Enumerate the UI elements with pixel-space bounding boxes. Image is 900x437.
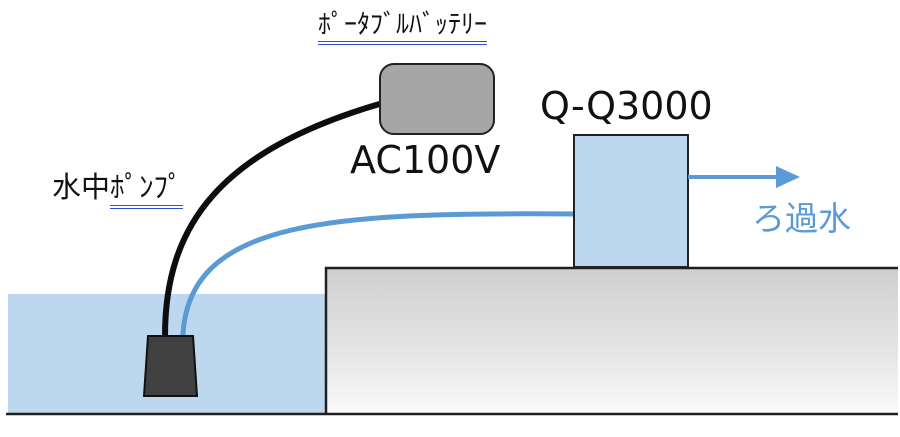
filtered-water-label: ろ過水	[752, 199, 851, 238]
output-arrow-head	[776, 166, 800, 188]
ground-edge	[324, 266, 898, 414]
filter-model-label: Q-Q3000	[540, 84, 713, 128]
filter-unit	[573, 134, 689, 268]
ac-voltage-label: AC100V	[350, 138, 501, 182]
pump-label: 水中ﾎﾟﾝﾌﾟ	[52, 170, 183, 209]
submersible-pump	[142, 335, 199, 397]
battery-label: ﾎﾟｰﾀﾌﾞﾙﾊﾞｯﾃﾘｰ	[318, 10, 488, 45]
power-cable	[162, 100, 386, 339]
pump-label-prefix: 水中	[52, 170, 111, 204]
raised-ground	[326, 268, 898, 414]
hose-line	[180, 211, 577, 337]
portable-battery	[379, 63, 495, 135]
pump-label-suffix: ﾎﾟﾝﾌﾟ	[110, 170, 183, 209]
